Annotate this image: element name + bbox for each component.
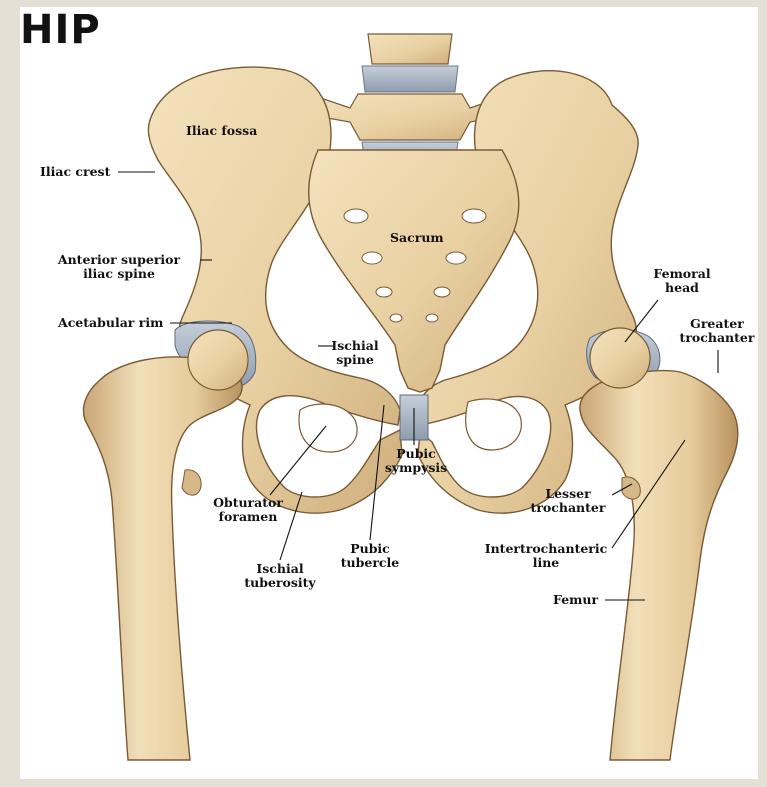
label-lesser-trochanter: Lesser trochanter: [520, 487, 616, 515]
label-intertrochanteric-line: Intertrochanteric line: [478, 542, 614, 570]
page-title: HIP: [20, 10, 101, 50]
label-obturator-foramen: Obturator foramen: [200, 496, 296, 524]
label-pubic-tubercle: Pubic tubercle: [330, 542, 410, 570]
label-ischial-spine: Ischial spine: [320, 339, 390, 367]
label-iliac-fossa: Iliac fossa: [186, 124, 257, 138]
label-acetabular-rim: Acetabular rim: [58, 316, 163, 330]
label-anterior-superior-iliac-spine: Anterior superior iliac spine: [46, 253, 192, 281]
label-iliac-crest: Iliac crest: [40, 165, 110, 179]
label-femur: Femur: [553, 593, 598, 607]
label-sacrum: Sacrum: [390, 231, 444, 245]
left-femur: [83, 330, 248, 760]
label-greater-trochanter: Greater trochanter: [672, 317, 762, 345]
leader-obturator-foramen: [270, 426, 326, 495]
label-pubic-symphysis: Pubic sympysis: [376, 447, 456, 475]
label-ischial-tuberosity: Ischial tuberosity: [232, 562, 328, 590]
label-femoral-head: Femoral head: [642, 267, 722, 295]
